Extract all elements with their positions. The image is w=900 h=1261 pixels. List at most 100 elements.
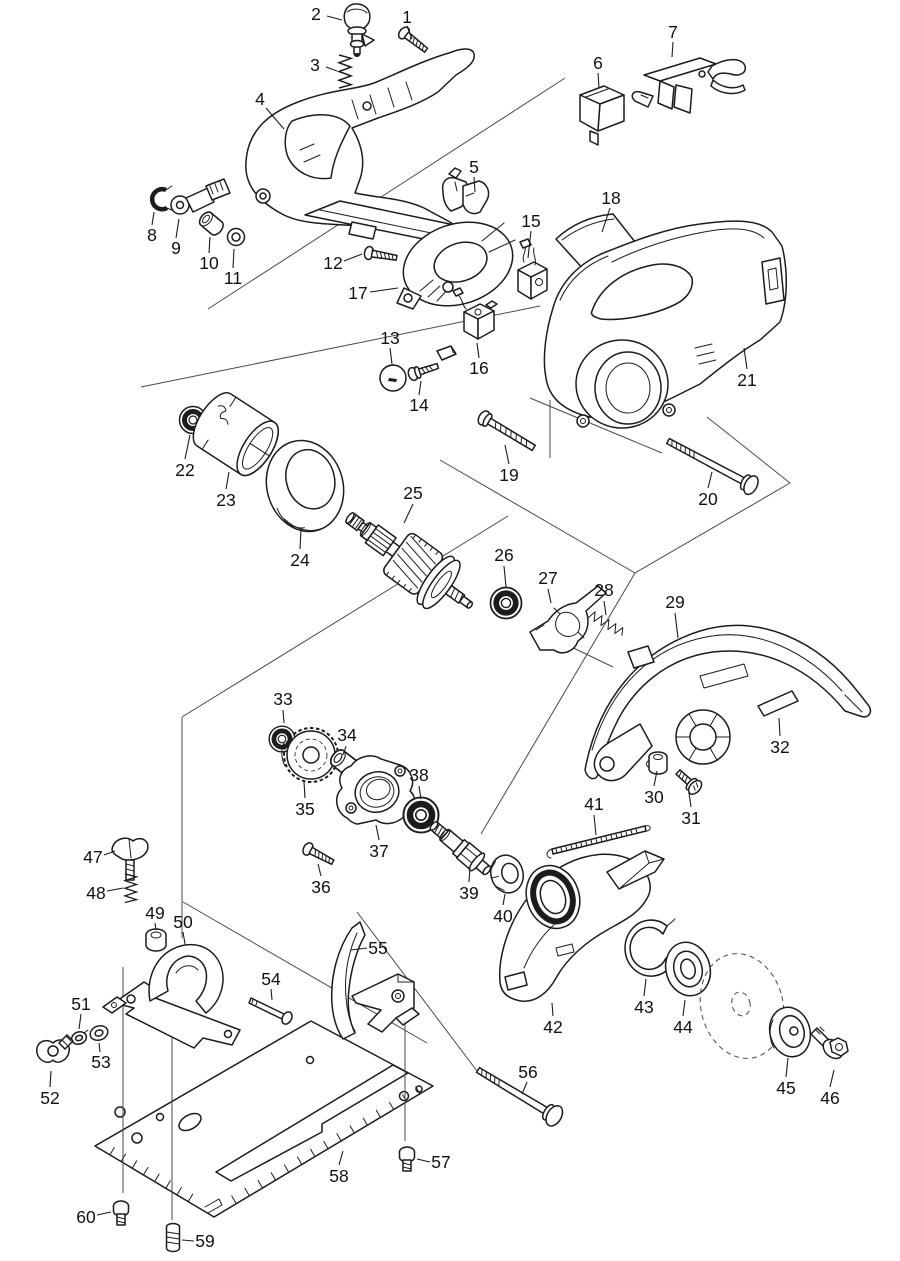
part-30-bushing: [648, 751, 668, 775]
callout-50: 50: [173, 912, 193, 945]
leader-line-32: [778, 717, 781, 737]
leader-line-36: [317, 863, 322, 877]
part-52-wing-nut: [36, 1034, 74, 1063]
part-1-screw: [395, 24, 431, 57]
leader-line-57: [416, 1158, 431, 1163]
part-number-14: 14: [409, 395, 429, 415]
part-46-hex-bolt: [810, 1026, 849, 1060]
part-20-bolt-long: [665, 437, 759, 496]
part-2-lock-button: [343, 3, 375, 57]
leader-line-33: [282, 709, 285, 724]
callout-22: 22: [175, 434, 195, 480]
part-number-48: 48: [86, 883, 105, 903]
part-39-spindle: [429, 821, 492, 876]
leader-line-43: [643, 978, 647, 997]
callout-48: 48: [86, 883, 124, 903]
leader-line-39: [468, 867, 471, 883]
saw-blade-phantom: [699, 953, 785, 1059]
leader-line-52: [49, 1070, 52, 1088]
callout-9: 9: [171, 218, 181, 258]
callout-35: 35: [295, 781, 315, 819]
leader-line-23: [225, 471, 230, 490]
callout-41: 41: [584, 794, 604, 836]
part-number-45: 45: [776, 1078, 795, 1098]
part-6-switch-block: [579, 85, 625, 146]
part-number-60: 60: [76, 1207, 96, 1227]
callout-58: 58: [329, 1150, 349, 1186]
callout-20: 20: [698, 471, 718, 509]
part-29-blade-case: [584, 624, 872, 782]
callout-44: 44: [673, 999, 693, 1037]
callout-40: 40: [493, 893, 513, 926]
leader-line-7: [671, 41, 674, 58]
leader-line-11: [232, 248, 235, 269]
part-number-51: 51: [71, 994, 90, 1014]
callout-42: 42: [543, 1002, 563, 1037]
callout-4: 4: [255, 89, 285, 130]
part-number-3: 3: [310, 55, 320, 75]
part-number-34: 34: [337, 725, 357, 745]
part-number-47: 47: [83, 847, 102, 867]
leader-line-53: [98, 1042, 101, 1053]
part-number-25: 25: [403, 483, 422, 503]
leader-line-3: [325, 66, 338, 72]
leader-line-28: [603, 600, 607, 616]
part-number-39: 39: [459, 883, 478, 903]
part-28-spring: [587, 611, 624, 636]
part-number-56: 56: [518, 1062, 537, 1082]
leader-line-18: [601, 207, 611, 233]
part-number-21: 21: [737, 370, 756, 390]
part-56-bolt-long: [475, 1066, 564, 1127]
part-number-2: 2: [311, 4, 321, 24]
part-number-38: 38: [409, 765, 428, 785]
part-number-57: 57: [431, 1152, 450, 1172]
callout-26: 26: [494, 545, 514, 588]
part-number-28: 28: [594, 580, 613, 600]
leader-line-56: [521, 1081, 528, 1095]
leader-line-6: [597, 72, 600, 89]
part-number-4: 4: [255, 89, 265, 109]
part-14-screw-and-brush: [407, 345, 457, 382]
callout-49: 49: [145, 903, 165, 931]
part-number-7: 7: [668, 22, 678, 42]
part-number-18: 18: [601, 188, 620, 208]
callout-3: 3: [310, 55, 338, 75]
leader-line-60: [96, 1211, 112, 1216]
part-number-54: 54: [261, 969, 281, 989]
part-13-brush-cap: [379, 364, 407, 392]
callout-29: 29: [665, 592, 685, 639]
leader-line-59: [181, 1239, 195, 1242]
callout-11: 11: [224, 248, 242, 288]
part-number-26: 26: [494, 545, 513, 565]
leader-line-47: [103, 850, 116, 856]
part-42-safety-cover: [498, 850, 665, 1002]
callout-6: 6: [593, 53, 603, 89]
callout-31: 31: [681, 792, 701, 828]
leader-line-9: [175, 218, 180, 239]
leader-line-20: [707, 471, 713, 489]
callout-25: 25: [403, 483, 423, 524]
part-number-50: 50: [173, 912, 193, 932]
leader-line-55: [350, 947, 368, 951]
part-51-lock-washer: [70, 1029, 89, 1045]
callout-45: 45: [776, 1057, 796, 1098]
callout-12: 12: [323, 253, 363, 273]
callout-54: 54: [261, 969, 281, 1001]
leader-line-48: [106, 887, 124, 892]
callout-15: 15: [521, 211, 541, 259]
part-number-49: 49: [145, 903, 164, 923]
callout-32: 32: [770, 717, 790, 757]
part-number-33: 33: [273, 689, 292, 709]
part-number-37: 37: [369, 841, 388, 861]
leader-line-2: [326, 15, 343, 21]
leader-line-15: [527, 230, 532, 259]
part-number-44: 44: [673, 1017, 693, 1037]
leader-line-12: [343, 253, 363, 262]
callout-1: 1: [402, 7, 413, 40]
callout-46: 46: [820, 1069, 840, 1108]
callout-34: 34: [337, 725, 357, 756]
leader-line-42: [551, 1002, 554, 1017]
leader-line-30: [653, 770, 658, 787]
leader-line-21: [743, 347, 748, 370]
callout-60: 60: [76, 1207, 112, 1227]
